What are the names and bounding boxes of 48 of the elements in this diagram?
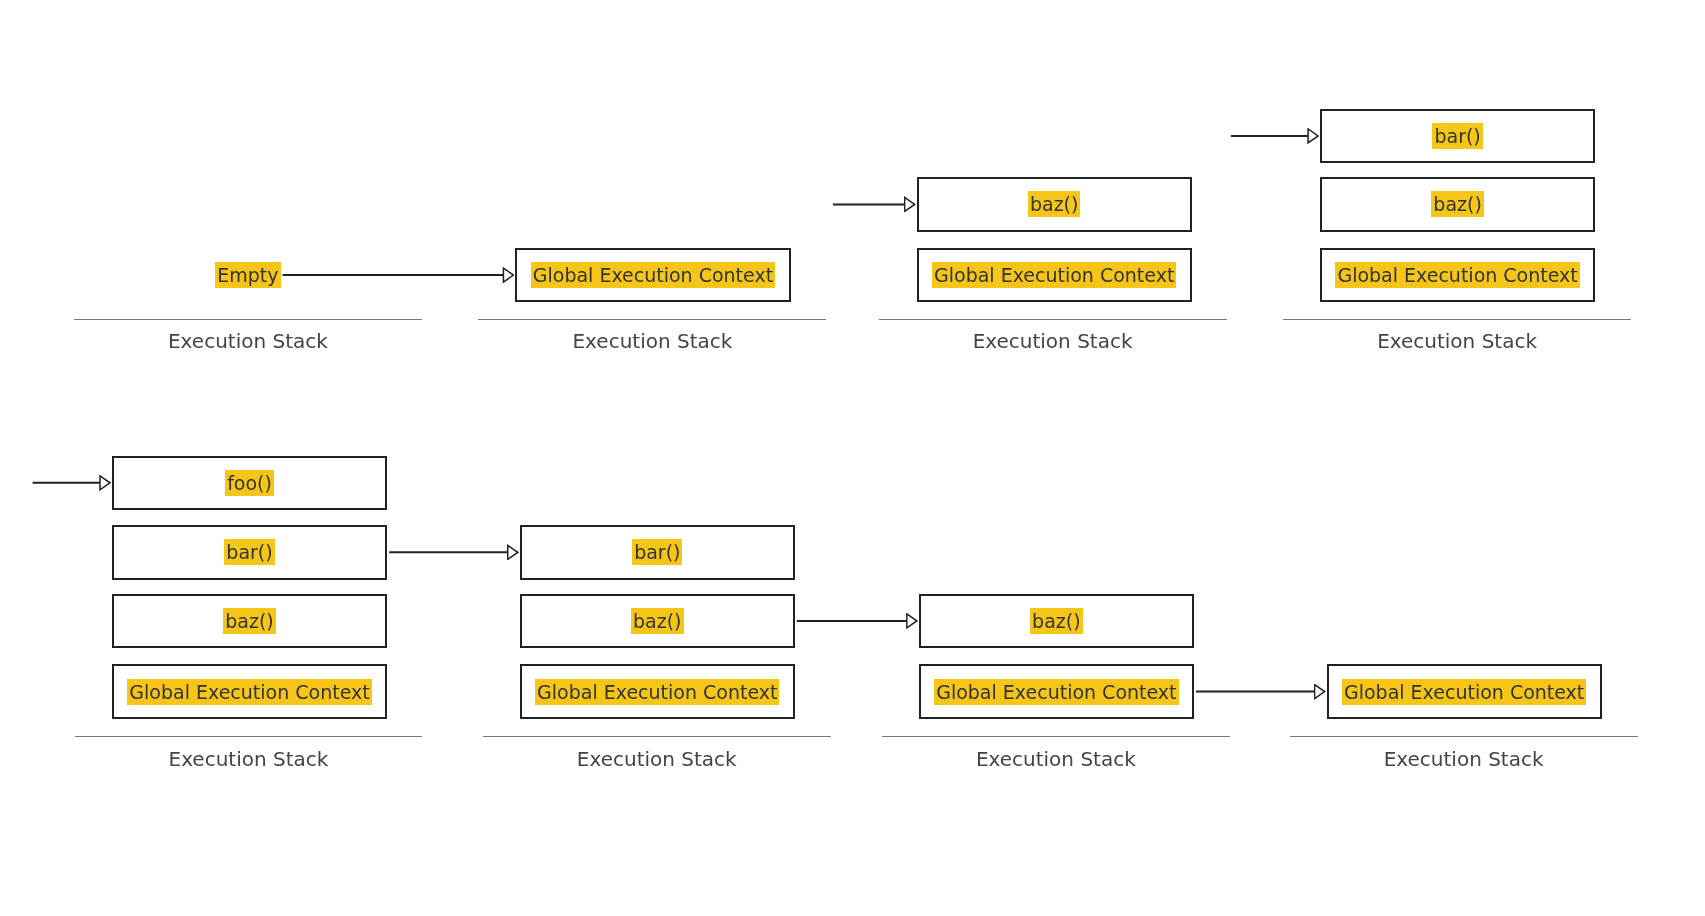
stack-frame-box xyxy=(112,593,388,649)
frame-name: Global Execution Context xyxy=(932,262,1177,289)
arrow xyxy=(831,196,916,213)
arrow xyxy=(795,613,918,629)
frame-name: baz() xyxy=(1027,191,1081,218)
stack-frame-box xyxy=(1320,108,1596,164)
arrow xyxy=(281,267,515,283)
frame-name: Global Execution Context xyxy=(535,678,780,705)
frame-name: bar() xyxy=(1432,122,1483,149)
frame-name: Global Execution Context xyxy=(1335,262,1580,289)
frame-name: baz() xyxy=(1431,191,1484,218)
stack-frame-box xyxy=(916,177,1192,232)
frame-name: foo() xyxy=(225,469,274,496)
stack-caption: Execution Stack xyxy=(572,329,733,354)
stack-frame-box xyxy=(918,664,1194,719)
stack-frame-box xyxy=(519,593,795,649)
frame-name: Global Execution Context xyxy=(127,678,372,705)
stack-caption: Execution Stack xyxy=(168,747,329,771)
arrow xyxy=(1194,683,1326,700)
stack-frame-box xyxy=(916,247,1192,303)
stack-frame-box xyxy=(519,525,795,580)
stack-caption: Execution Stack xyxy=(167,329,328,354)
frame-name: baz() xyxy=(223,607,276,634)
frame-name: Global Execution Context xyxy=(1341,678,1587,705)
stack-frame-box xyxy=(1320,177,1596,232)
stack-caption: Execution Stack xyxy=(975,747,1136,771)
stack-caption: Execution Stack xyxy=(1377,329,1537,354)
stack-caption: Execution Stack xyxy=(972,329,1133,354)
stack-frame-box xyxy=(918,593,1194,649)
stack-frame-box xyxy=(112,455,388,510)
frame-name: Global Execution Context xyxy=(934,678,1179,705)
arrow xyxy=(388,544,519,561)
stack-caption: Execution Stack xyxy=(1383,747,1544,771)
stack-frame-box xyxy=(112,525,388,580)
frame-name: Global Execution Context xyxy=(530,262,776,289)
stack-frame-box xyxy=(1320,247,1596,303)
stack-caption: Execution Stack xyxy=(576,747,737,771)
stack-frame-box xyxy=(1326,664,1602,719)
arrow xyxy=(31,475,111,491)
stack-state-text: Empty xyxy=(215,262,281,289)
frame-name: baz() xyxy=(1030,607,1083,634)
frame-name: baz() xyxy=(631,607,684,634)
stack-frame-box xyxy=(519,664,795,719)
frame-name: bar() xyxy=(224,539,275,566)
frame-name: bar() xyxy=(632,539,683,566)
stack-frame-box xyxy=(112,664,388,719)
arrow xyxy=(1229,128,1320,144)
stack-frame-box xyxy=(515,247,791,303)
